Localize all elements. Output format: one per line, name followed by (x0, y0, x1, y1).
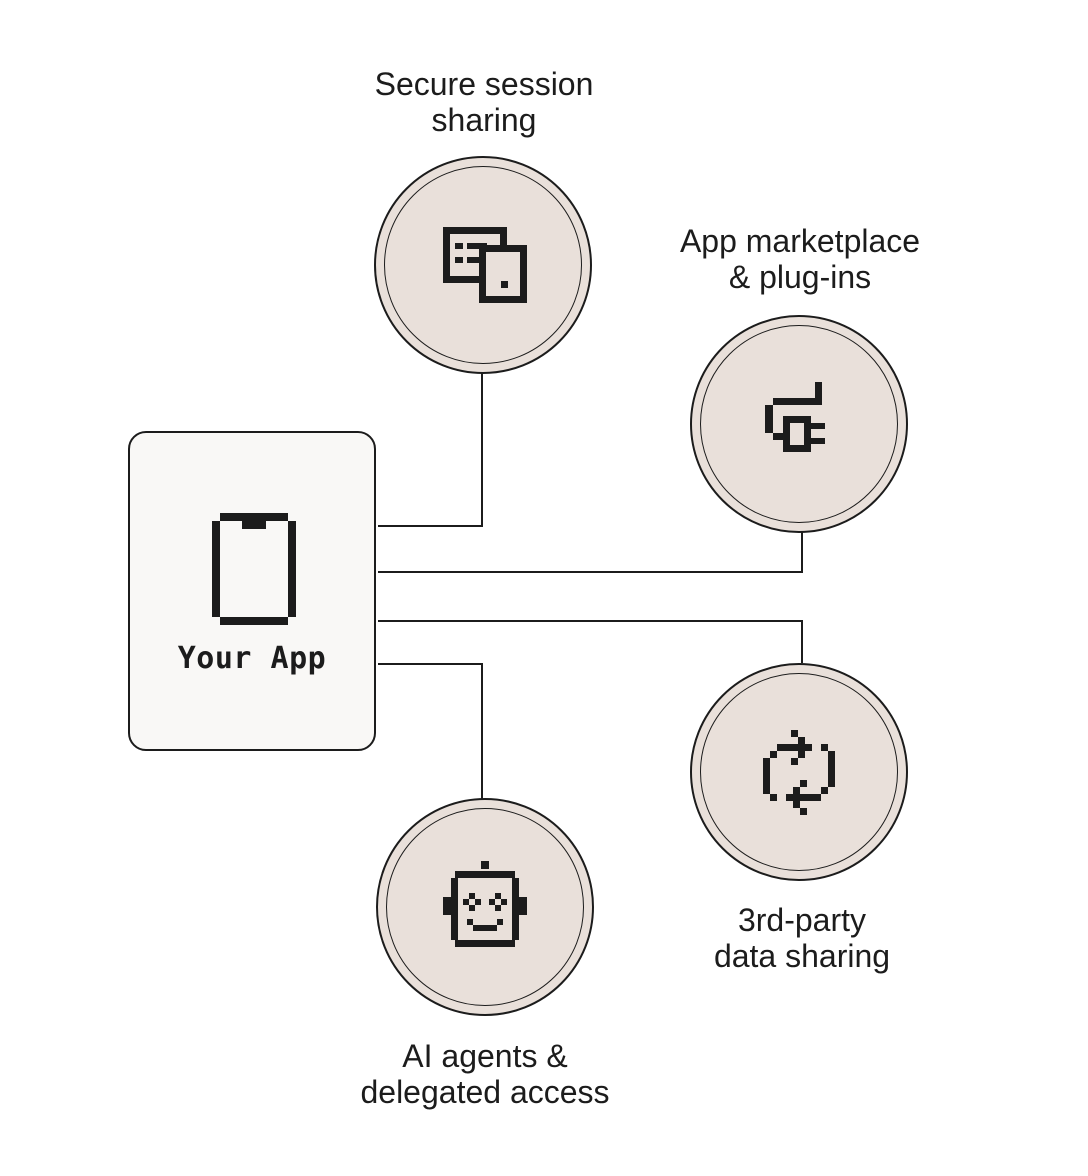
data-sharing-label-line2: data sharing (713, 938, 891, 974)
ai-agents-label-line2: delegated access (360, 1074, 610, 1110)
marketplace-label: App marketplace & plug-ins (620, 223, 980, 295)
plug-icon (765, 382, 825, 452)
node-inner-ring (384, 166, 582, 364)
your-app-card: Your App (128, 431, 376, 751)
connector-marketplace (378, 532, 803, 573)
robot-icon (443, 861, 527, 947)
app-label: Your App (177, 641, 327, 676)
marketplace-node (690, 315, 908, 533)
ai-agents-label: AI agents & delegated access (305, 1038, 665, 1110)
data-sharing-node (690, 663, 908, 881)
data-sharing-label: 3rd-party data sharing (622, 902, 982, 974)
connector-session-sharing (378, 372, 483, 527)
data-sharing-label-line1: 3rd-party (737, 902, 867, 938)
ai-agents-label-line1: AI agents & (402, 1038, 568, 1074)
session-sharing-node (374, 156, 592, 374)
sync-arrows-icon (763, 730, 835, 815)
marketplace-label-line1: App marketplace (679, 223, 921, 259)
connector-ai-agents (378, 663, 483, 800)
session-sharing-label-line2: sharing (431, 102, 537, 138)
connector-data-sharing (378, 620, 803, 663)
mobile-phone-icon (212, 513, 296, 625)
node-inner-ring (700, 325, 898, 523)
ai-agents-node (376, 798, 594, 1016)
node-inner-ring (700, 673, 898, 871)
node-inner-ring (386, 808, 584, 1006)
session-sharing-label-line1: Secure session (374, 66, 594, 102)
session-sharing-label: Secure session sharing (304, 66, 664, 138)
marketplace-label-line2: & plug-ins (728, 259, 872, 295)
multi-device-icon (443, 227, 527, 303)
